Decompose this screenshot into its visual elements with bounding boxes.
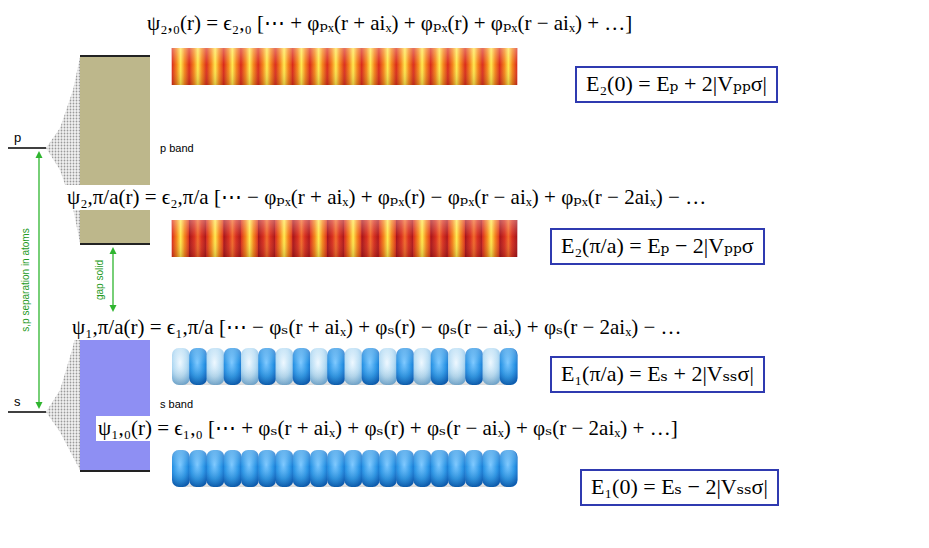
p-orbital-chain-kpi [172,220,518,257]
arrow-shaft [112,252,113,307]
energy-band: s band [80,317,150,472]
arrow-head [110,305,117,312]
gap-arrow [110,247,117,312]
energy-box: E₂(π/a) = Eₚ − 2|Vₚₚσ [550,228,765,265]
s-orbital-chain-k0 [172,450,518,487]
chain-shading [172,220,517,257]
wavefunction-formula: ψ₂,π/a(r) = ϵ₂,π/a [⋯ − φₚₓ(r + aiₓ) + φ… [65,185,708,210]
dos-shading [46,57,80,470]
separation-label: s,p separation in atoms [20,227,32,332]
energy-box: E₂(0) = Eₚ + 2|Vₚₚσ| [575,66,778,103]
arrow-head [110,247,117,254]
band-name: p band [160,142,194,154]
arrow-head [36,151,43,158]
arrow-shaft [38,156,39,404]
energy-formula: E₂(0) = Eₚ + 2|Vₚₚσ| [586,71,767,97]
chain-shading [172,48,517,85]
level-name: s [14,394,21,410]
chain-shading [172,348,517,385]
energy-formula: E₁(π/a) = Eₛ + 2|Vₛₛσ| [561,361,754,387]
wavefunction-formula: ψ₁,₀(r) = ϵ₁,₀ [⋯ + φₛ(r + aiₓ) + φₛ(r) … [96,416,680,441]
atomic-levels [8,148,46,412]
energy-box: E₁(0) = Eₛ − 2|Vₛₛσ| [580,469,779,506]
energy-formula: E₂(π/a) = Eₚ − 2|Vₚₚσ [561,233,754,259]
p-orbital-chain-k0 [172,48,518,85]
chain-shading [172,450,517,487]
s-orbital-chain-kpi [172,348,518,385]
level-line [8,147,46,149]
arrow-head [36,402,43,409]
dos-region [46,57,80,243]
separation-arrow [36,151,43,409]
energy-formula: E₁(0) = Eₛ − 2|Vₛₛσ| [591,474,768,500]
wavefunction-formula: ψ₂,₀(r) = ϵ₂,₀ [⋯ + φₚₓ(r + aiₓ) + φₚₓ(r… [145,11,634,36]
energy-band: p band [80,55,150,245]
dos-region [46,318,80,470]
wavefunction-formula: ψ₁,π/a(r) = ϵ₁,π/a [⋯ − φₛ(r + aiₓ) + φₛ… [70,315,684,340]
level-line [8,411,46,413]
level-name: p [14,130,21,146]
band-name: s band [160,398,193,410]
gap-label: gap solid [94,259,106,301]
energy-box: E₁(π/a) = Eₛ + 2|Vₛₛσ| [550,356,765,393]
